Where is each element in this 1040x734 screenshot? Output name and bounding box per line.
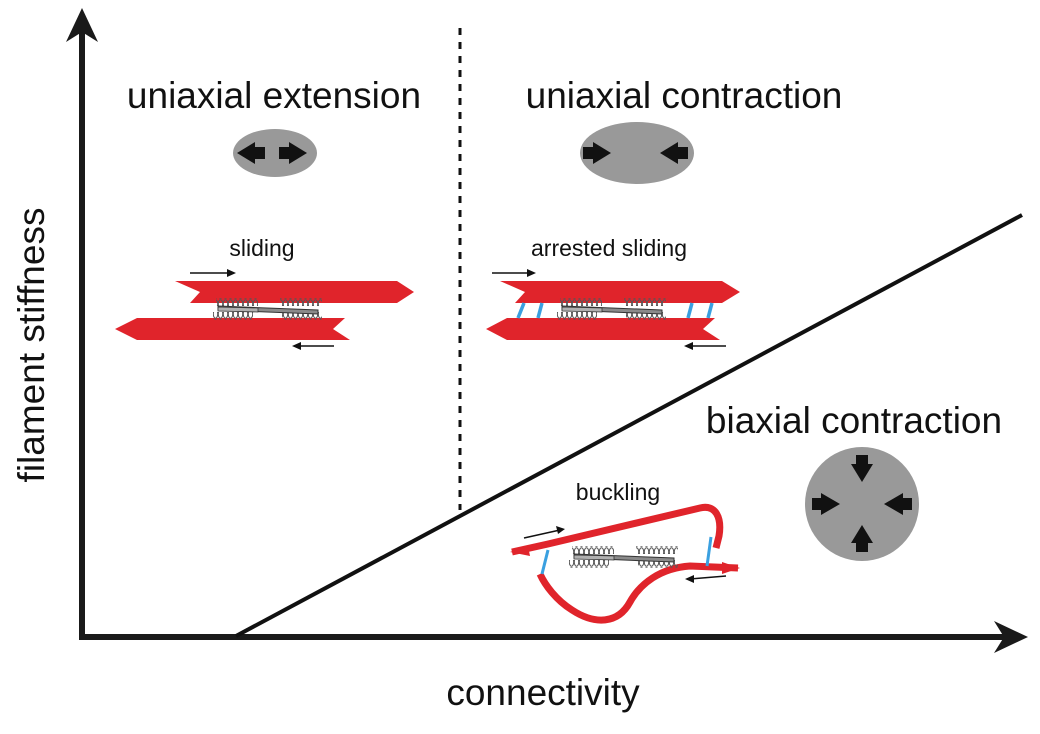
filament-top xyxy=(500,281,740,303)
biaxial-contraction-title: biaxial contraction xyxy=(706,400,1002,441)
inward-left-arrow-icon xyxy=(660,142,678,164)
buckling-caption: buckling xyxy=(576,479,660,505)
extension-title: uniaxial extension xyxy=(127,75,421,116)
region-biaxial-contraction: biaxial contraction buckling xyxy=(510,400,1002,624)
down-arrow-icon xyxy=(851,464,873,482)
sliding-illustration xyxy=(115,269,414,350)
uniaxial-contraction-title: uniaxial contraction xyxy=(526,75,843,116)
arrested-sliding-illustration xyxy=(486,269,740,350)
left-arrow-icon xyxy=(237,142,255,164)
y-axis-arrowhead xyxy=(66,8,98,42)
filament-bottom xyxy=(115,318,350,340)
biaxial-disk xyxy=(805,447,919,561)
contraction-disk xyxy=(580,122,694,184)
sliding-caption: sliding xyxy=(229,235,294,261)
right-arrow-icon xyxy=(821,493,840,515)
crosslinks xyxy=(516,302,714,319)
region-uniaxial-contraction: uniaxial contraction arrested sliding xyxy=(486,75,842,350)
inward-right-arrow-icon xyxy=(593,142,611,164)
crosslinks xyxy=(540,536,713,575)
arrested-sliding-caption: arrested sliding xyxy=(531,235,687,261)
axes: connectivity filament stiffness xyxy=(11,8,1028,713)
x-axis-arrowhead xyxy=(994,621,1028,653)
filament-top xyxy=(175,281,414,303)
right-arrow-icon xyxy=(289,142,307,164)
x-axis-label: connectivity xyxy=(446,672,640,713)
buckling-illustration xyxy=(510,503,740,624)
buckled-filament-top xyxy=(511,503,724,556)
filament-bottom xyxy=(486,318,720,340)
buckled-filament-bottom xyxy=(536,562,739,624)
y-axis-label: filament stiffness xyxy=(11,208,52,483)
extension-disk xyxy=(233,129,317,177)
left-arrow-icon xyxy=(884,493,903,515)
diagonal-boundary xyxy=(235,213,1023,638)
up-arrow-icon xyxy=(851,525,873,543)
region-extension: uniaxial extension sliding xyxy=(115,75,421,350)
